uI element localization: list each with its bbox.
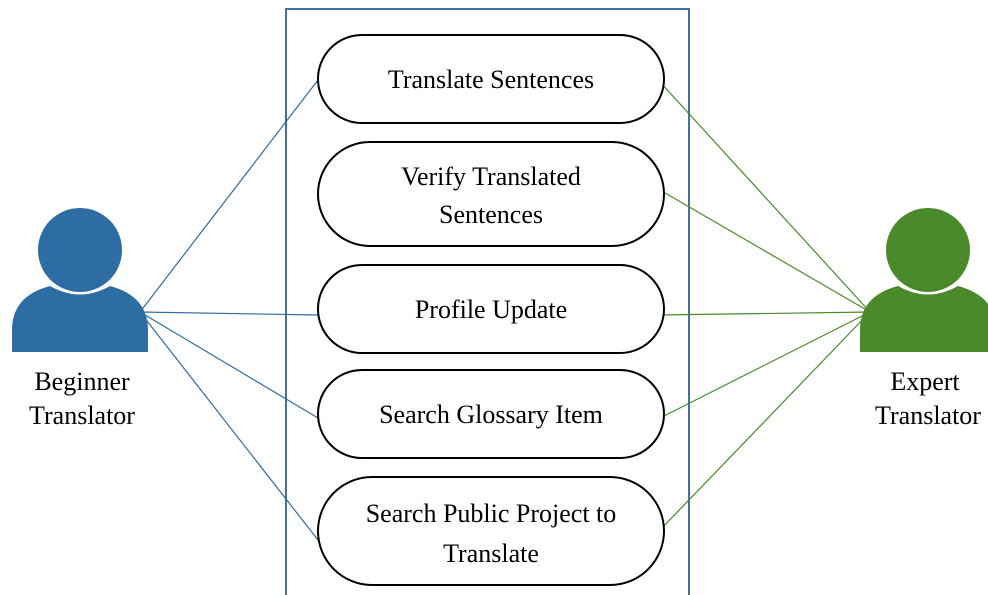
use-case-label: Translate Sentences [388,65,594,94]
actor-label-line2: Translator [875,401,981,430]
expert-associations [659,81,871,531]
use-case-translate-sentences[interactable]: Translate Sentences [317,34,665,124]
actor-beginner-translator[interactable]: Beginner Translator [12,208,148,430]
system-boundary [285,8,690,595]
use-case-profile-update[interactable]: Profile Update [317,264,665,354]
beginner-associations [139,79,319,541]
assoc-beginner-search-glossary-item [139,311,319,419]
actor-label-line1: Expert [890,367,960,396]
assoc-beginner-profile-update [139,311,319,316]
use-case-label-line2: Translate [443,539,539,568]
use-case-label-line2: Sentences [439,200,543,229]
use-case-verify-translated-sentences[interactable]: Verify Translated Sentences [317,141,665,247]
user-icon [860,208,988,352]
use-case-label-line1: Verify Translated [401,162,581,191]
actor-label-line2: Translator [29,401,135,430]
user-icon [12,208,148,352]
actor-label-line1: Beginner [34,367,130,396]
assoc-expert-verify-translated-sentences [659,189,871,313]
assoc-beginner-translate-sentences [139,79,319,313]
use-case-search-glossary-item[interactable]: Search Glossary Item [317,369,665,459]
actor-expert-translator[interactable]: Expert Translator [860,208,988,430]
assoc-expert-translate-sentences [659,81,871,313]
use-case-label: Profile Update [415,295,567,324]
use-case-label-line1: Search Public Project to [366,499,617,528]
assoc-expert-profile-update [659,311,871,316]
use-case-label: Search Glossary Item [379,400,603,429]
assoc-beginner-search-public-project [139,311,319,541]
assoc-expert-search-glossary-item [659,311,871,419]
use-case-search-public-project[interactable]: Search Public Project to Translate [317,476,665,586]
assoc-expert-search-public-project [659,311,871,531]
